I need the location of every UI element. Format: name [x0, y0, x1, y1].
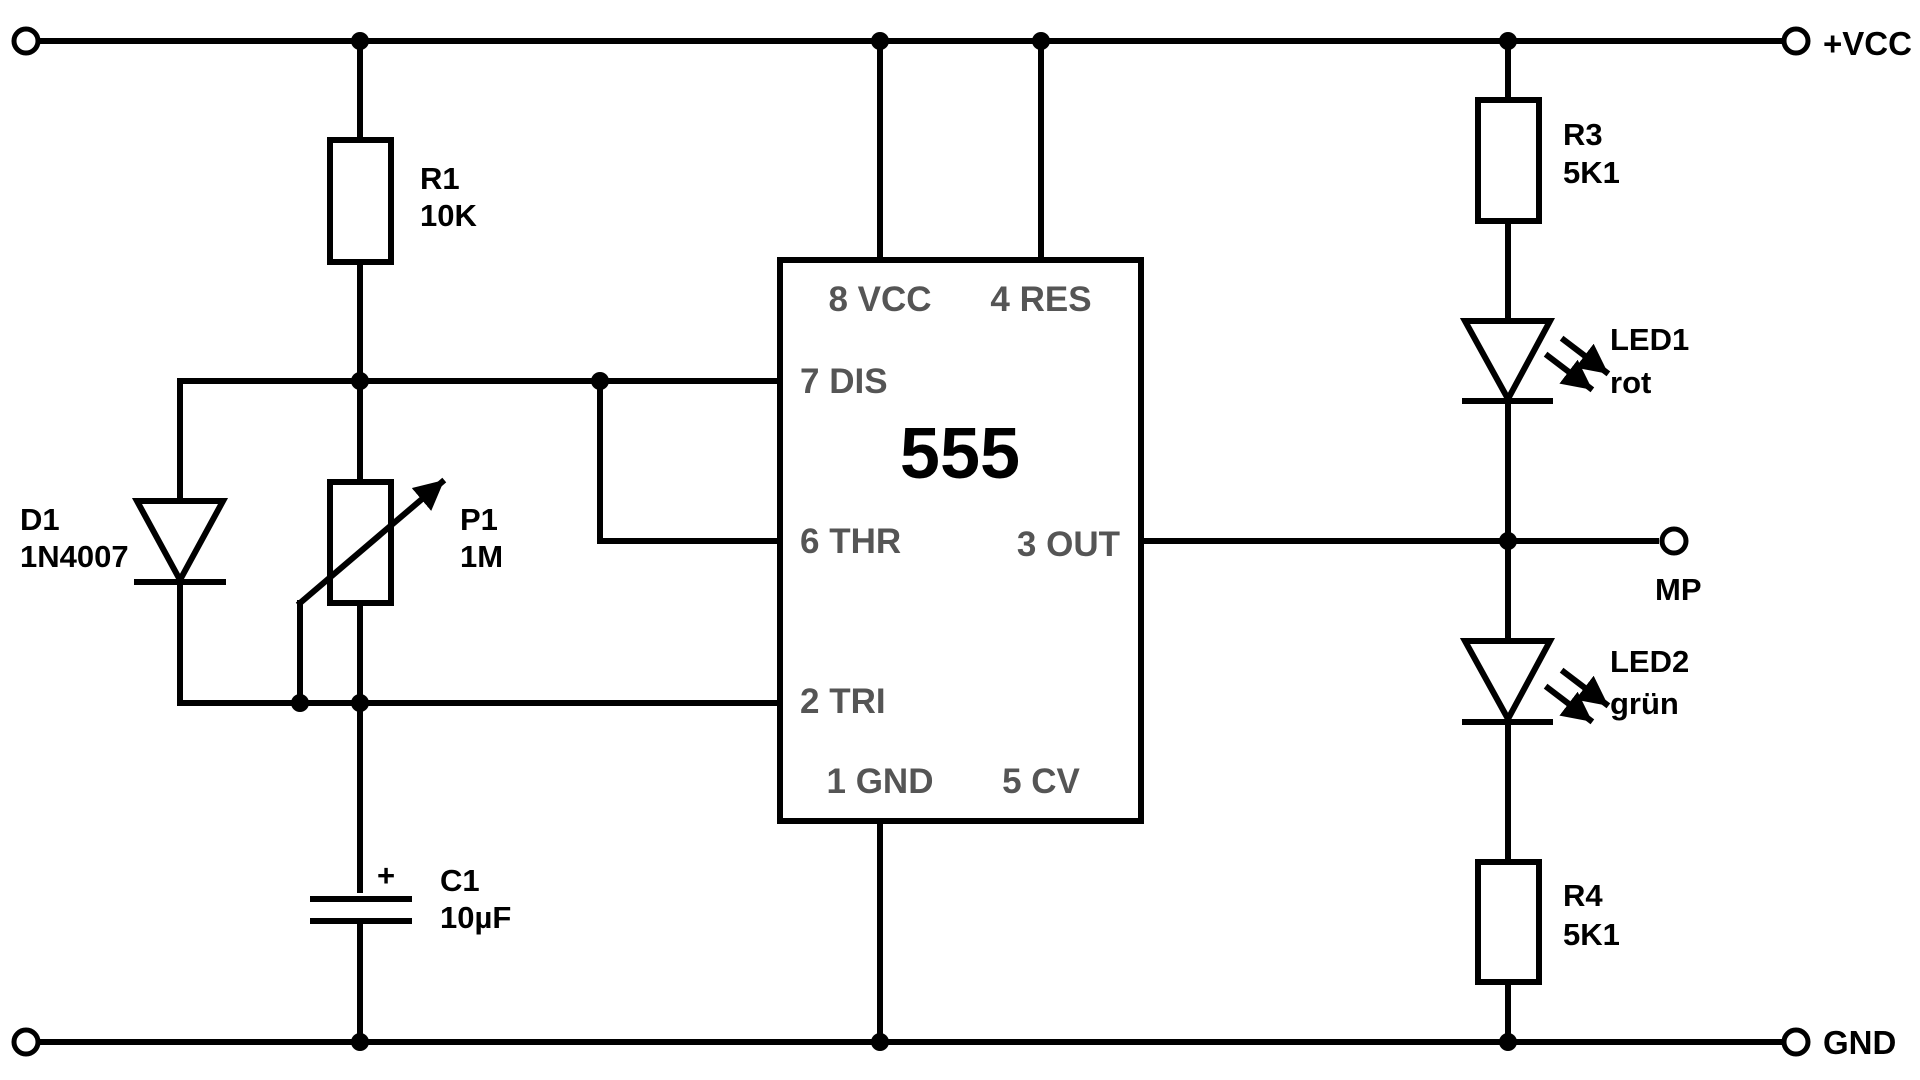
p1-value-label: 1M: [460, 539, 503, 574]
r4-value-label: 5K1: [1563, 917, 1620, 952]
led1-ref-label: LED1: [1610, 322, 1689, 357]
r1-resistor: [327, 137, 394, 265]
r3-value-label: 5K1: [1563, 155, 1620, 190]
ic-555-body: [777, 257, 1144, 824]
r1-value-label: 10K: [420, 198, 477, 233]
c1-value-label: 10µF: [440, 900, 511, 935]
p1-ref-label: P1: [460, 502, 498, 537]
led2-ref-label: LED2: [1610, 644, 1689, 679]
d1-ref-label: D1: [20, 502, 60, 537]
mp-label: MP: [1655, 572, 1702, 607]
c1-ref-label: C1: [440, 863, 480, 898]
pin-2-tri-label: 2 TRI: [800, 682, 886, 721]
mp-terminal: [1659, 526, 1689, 556]
dis-thr-link: [597, 378, 783, 544]
p1-wiper: [295, 477, 447, 706]
gnd-label: GND: [1823, 1024, 1896, 1061]
pin-8-vcc-label: 8 VCC: [828, 280, 931, 319]
pin-7-dis-label: 7 DIS: [800, 362, 888, 401]
pin-1-gnd-label: 1 GND: [827, 762, 934, 801]
junction-dots: [291, 32, 1517, 1051]
r4-ref-label: R4: [1563, 878, 1603, 913]
led2-diode: [1459, 638, 1611, 726]
ic-555-label: 555: [900, 414, 1020, 494]
led1-diode: [1459, 318, 1611, 406]
pin-5-cv-label: 5 CV: [1002, 762, 1080, 801]
r4-resistor: [1475, 859, 1542, 985]
c1-capacitor: [310, 896, 412, 924]
pin-3-out-label: 3 OUT: [1017, 525, 1120, 564]
ic-power-wires: [877, 38, 1044, 1045]
r3-ref-label: R3: [1563, 117, 1603, 152]
r1-ref-label: R1: [420, 161, 460, 196]
c1-polarity-label: +: [377, 858, 395, 893]
vcc-left-terminal: [11, 26, 41, 56]
d1-diode: [131, 498, 229, 587]
gnd-right-terminal: [1781, 1027, 1811, 1057]
p1-potentiometer: [327, 479, 394, 606]
pin-4-res-label: 4 RES: [990, 280, 1091, 319]
vcc-label: +VCC: [1823, 25, 1912, 62]
gnd-left-terminal: [11, 1027, 41, 1057]
d1-value-label: 1N4007: [20, 539, 129, 574]
led2-value-label: grün: [1610, 686, 1679, 721]
d1-branch-wires: [177, 378, 783, 706]
vcc-right-terminal: [1781, 26, 1811, 56]
r3-resistor: [1475, 97, 1542, 224]
pin-6-thr-label: 6 THR: [800, 522, 901, 561]
led1-value-label: rot: [1610, 365, 1651, 400]
